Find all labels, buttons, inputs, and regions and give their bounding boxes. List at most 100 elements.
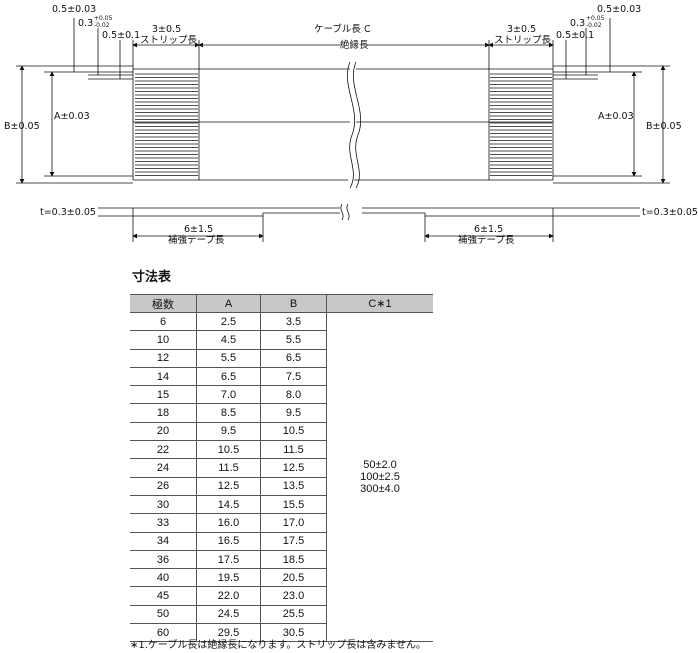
table-cell: 20.5 xyxy=(260,568,327,588)
table-cell: 3.5 xyxy=(260,312,327,332)
table-cell: 9.5 xyxy=(196,422,261,442)
table-cell: 15.5 xyxy=(260,495,327,515)
c-value: 100±2.5 xyxy=(360,471,400,484)
table-cell: 5.5 xyxy=(260,330,327,350)
cable-length-label: ケーブル長 C xyxy=(314,23,371,35)
table-cell: 6.5 xyxy=(260,349,327,368)
table-cell: 4.5 xyxy=(196,330,261,350)
header-c: C∗1 xyxy=(326,294,433,313)
table-cell: 7.5 xyxy=(260,367,327,387)
strip-dim: 3±0.5 xyxy=(507,24,536,35)
c-value: 300±4.0 xyxy=(360,483,400,496)
tol-label: 0.3 xyxy=(570,18,585,29)
c-value: 50±2.0 xyxy=(363,459,397,472)
table-cell: 36 xyxy=(130,550,197,570)
table-cell: 15 xyxy=(130,385,197,405)
strip-label: ストリップ長 xyxy=(140,35,198,46)
table-cell: 8.0 xyxy=(260,385,327,405)
table-cell: 10.5 xyxy=(196,440,261,460)
table-cell: 60 xyxy=(130,623,197,643)
table-cell: 23.0 xyxy=(260,586,327,606)
table-cell: 8.5 xyxy=(196,403,261,423)
header-b: B xyxy=(260,294,327,313)
table-cell: 17.0 xyxy=(260,513,327,533)
header-poles: 極数 xyxy=(130,294,197,313)
table-cell: 30 xyxy=(130,495,197,515)
table-cell: 14.5 xyxy=(196,495,261,515)
table-cell: 34 xyxy=(130,532,197,551)
reinforce-dim: 6±1.5 xyxy=(474,224,503,235)
reinforce-label: 補強テープ長 xyxy=(168,234,225,246)
table-cell: 10.5 xyxy=(260,422,327,442)
table-cell: 11.5 xyxy=(196,458,261,478)
strip-label: ストリップ長 xyxy=(494,35,552,46)
table-cell: 17.5 xyxy=(196,550,261,570)
table-cell: 12.5 xyxy=(260,458,327,478)
header-a: A xyxy=(196,294,261,313)
table-cell: 40 xyxy=(130,568,197,588)
conductor-stripes-right xyxy=(490,73,552,176)
table-cell: 18 xyxy=(130,403,197,423)
tol-sub: -0.02 xyxy=(94,22,110,29)
tol-sub: -0.02 xyxy=(586,22,602,29)
table-cell: 7.0 xyxy=(196,385,261,405)
dim-b-label: B±0.05 xyxy=(4,121,40,132)
table-cell: 29.5 xyxy=(196,623,261,643)
tol-label: 0.5±0.03 xyxy=(52,4,96,15)
table-cell: 22.0 xyxy=(196,586,261,606)
table-cell: 2.5 xyxy=(196,312,261,332)
table-cell: 19.5 xyxy=(196,568,261,588)
tol-label: 0.5±0.1 xyxy=(556,30,594,41)
dim-t-label: t=0.3±0.05 xyxy=(40,207,96,218)
table-cell: 12 xyxy=(130,349,197,368)
table-cell: 24.5 xyxy=(196,605,261,625)
table-cell: 33 xyxy=(130,513,197,533)
table-cell: 10 xyxy=(130,330,197,350)
table-cell: 18.5 xyxy=(260,550,327,570)
strip-dim: 3±0.5 xyxy=(152,24,181,35)
reinforce-dim: 6±1.5 xyxy=(184,224,213,235)
table-cell: 22 xyxy=(130,440,197,460)
dim-b-label: B±0.05 xyxy=(646,121,682,132)
table-cell: 6.5 xyxy=(196,367,261,387)
table-cell: 24 xyxy=(130,458,197,478)
conductor-stripes-left xyxy=(135,73,198,176)
table-cell: 30.5 xyxy=(260,623,327,643)
tol-sup: +0.05 xyxy=(94,15,113,22)
table-cell: 11.5 xyxy=(260,440,327,460)
table-cell: 50 xyxy=(130,605,197,625)
table-cell: 13.5 xyxy=(260,477,327,496)
dim-a-label: A±0.03 xyxy=(598,111,634,122)
dim-a-label: A±0.03 xyxy=(54,111,90,122)
table-cell: 25.5 xyxy=(260,605,327,625)
table-cell: 5.5 xyxy=(196,349,261,368)
table-cell: 6 xyxy=(130,312,197,332)
cable-drawing: 0.5±0.03 0.3 +0.05 -0.02 0.5±0.1 3±0.5 ス… xyxy=(4,4,698,246)
tol-label: 0.5±0.1 xyxy=(102,30,140,41)
table-cell: 9.5 xyxy=(260,403,327,423)
tol-label: 0.3 xyxy=(78,18,93,29)
table-title: 寸法表 xyxy=(132,270,172,285)
insulation-length-label: 絶縁長 xyxy=(340,39,369,51)
footnote: ∗1.ケーブル長は絶縁長になります。ストリップ長は含みません。 xyxy=(130,640,427,651)
dim-t-label: t=0.3±0.05 xyxy=(642,207,698,218)
table-cell: 20 xyxy=(130,422,197,442)
